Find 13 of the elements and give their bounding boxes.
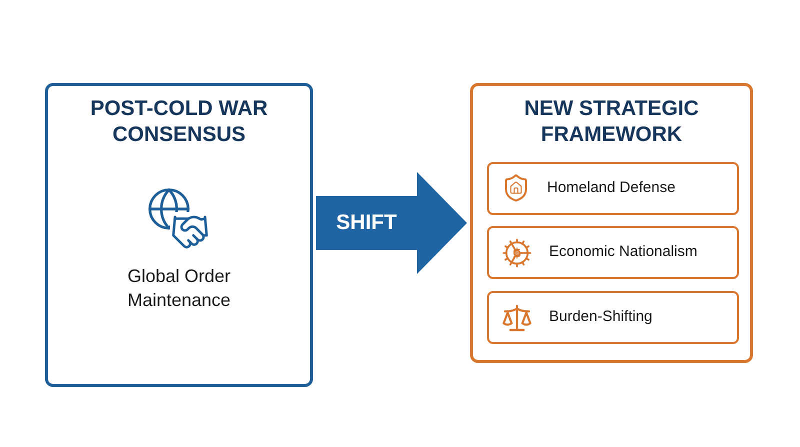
item-label: Burden-Shifting bbox=[549, 307, 652, 328]
panel-box bbox=[470, 83, 753, 363]
item-label: Homeland Defense bbox=[547, 178, 676, 198]
item-box bbox=[487, 291, 739, 344]
item-label: Economic Nationalism bbox=[549, 242, 698, 262]
arrow-label: SHIFT bbox=[336, 210, 397, 236]
panel-title: NEW STRATEGIC FRAMEWORK bbox=[523, 96, 700, 148]
item-box bbox=[487, 226, 739, 279]
panel-label: Global Order Maintenance bbox=[126, 265, 232, 312]
panel-box bbox=[45, 83, 313, 387]
item-box bbox=[487, 162, 739, 215]
block-arrow bbox=[316, 172, 467, 274]
panel-title: POST-COLD WAR CONSENSUS bbox=[89, 96, 269, 148]
